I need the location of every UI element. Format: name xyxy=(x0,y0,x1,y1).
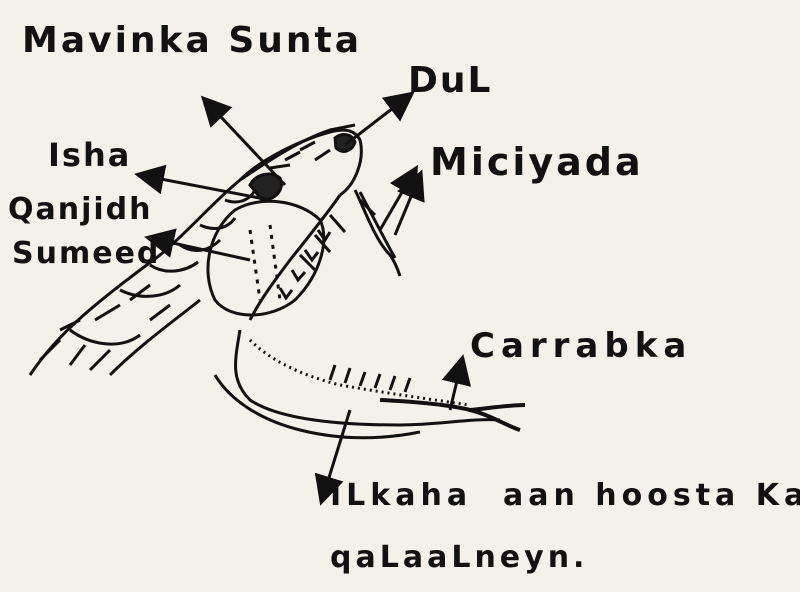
label-qalaalneyn: qaLaaLneyn. xyxy=(330,540,588,575)
arrow-mavinka xyxy=(205,100,285,185)
arrow-dul xyxy=(345,95,410,145)
label-sumeed: Sumeed xyxy=(12,236,160,271)
label-mavinka-sunta: Mavinka Sunta xyxy=(22,20,362,61)
snake-head xyxy=(240,130,361,200)
label-carrabka: Carrabka xyxy=(470,326,692,366)
venom-gland xyxy=(208,201,324,315)
label-isha: Isha xyxy=(48,136,131,174)
label-ilkaha: ILkaha aan hoosta Ka xyxy=(330,478,800,513)
label-dul: DuL xyxy=(408,60,492,101)
pointer-arrows xyxy=(140,95,462,500)
label-miciyada: Miciyada xyxy=(430,140,644,184)
label-qanjidh: Qanjidh xyxy=(8,192,153,227)
